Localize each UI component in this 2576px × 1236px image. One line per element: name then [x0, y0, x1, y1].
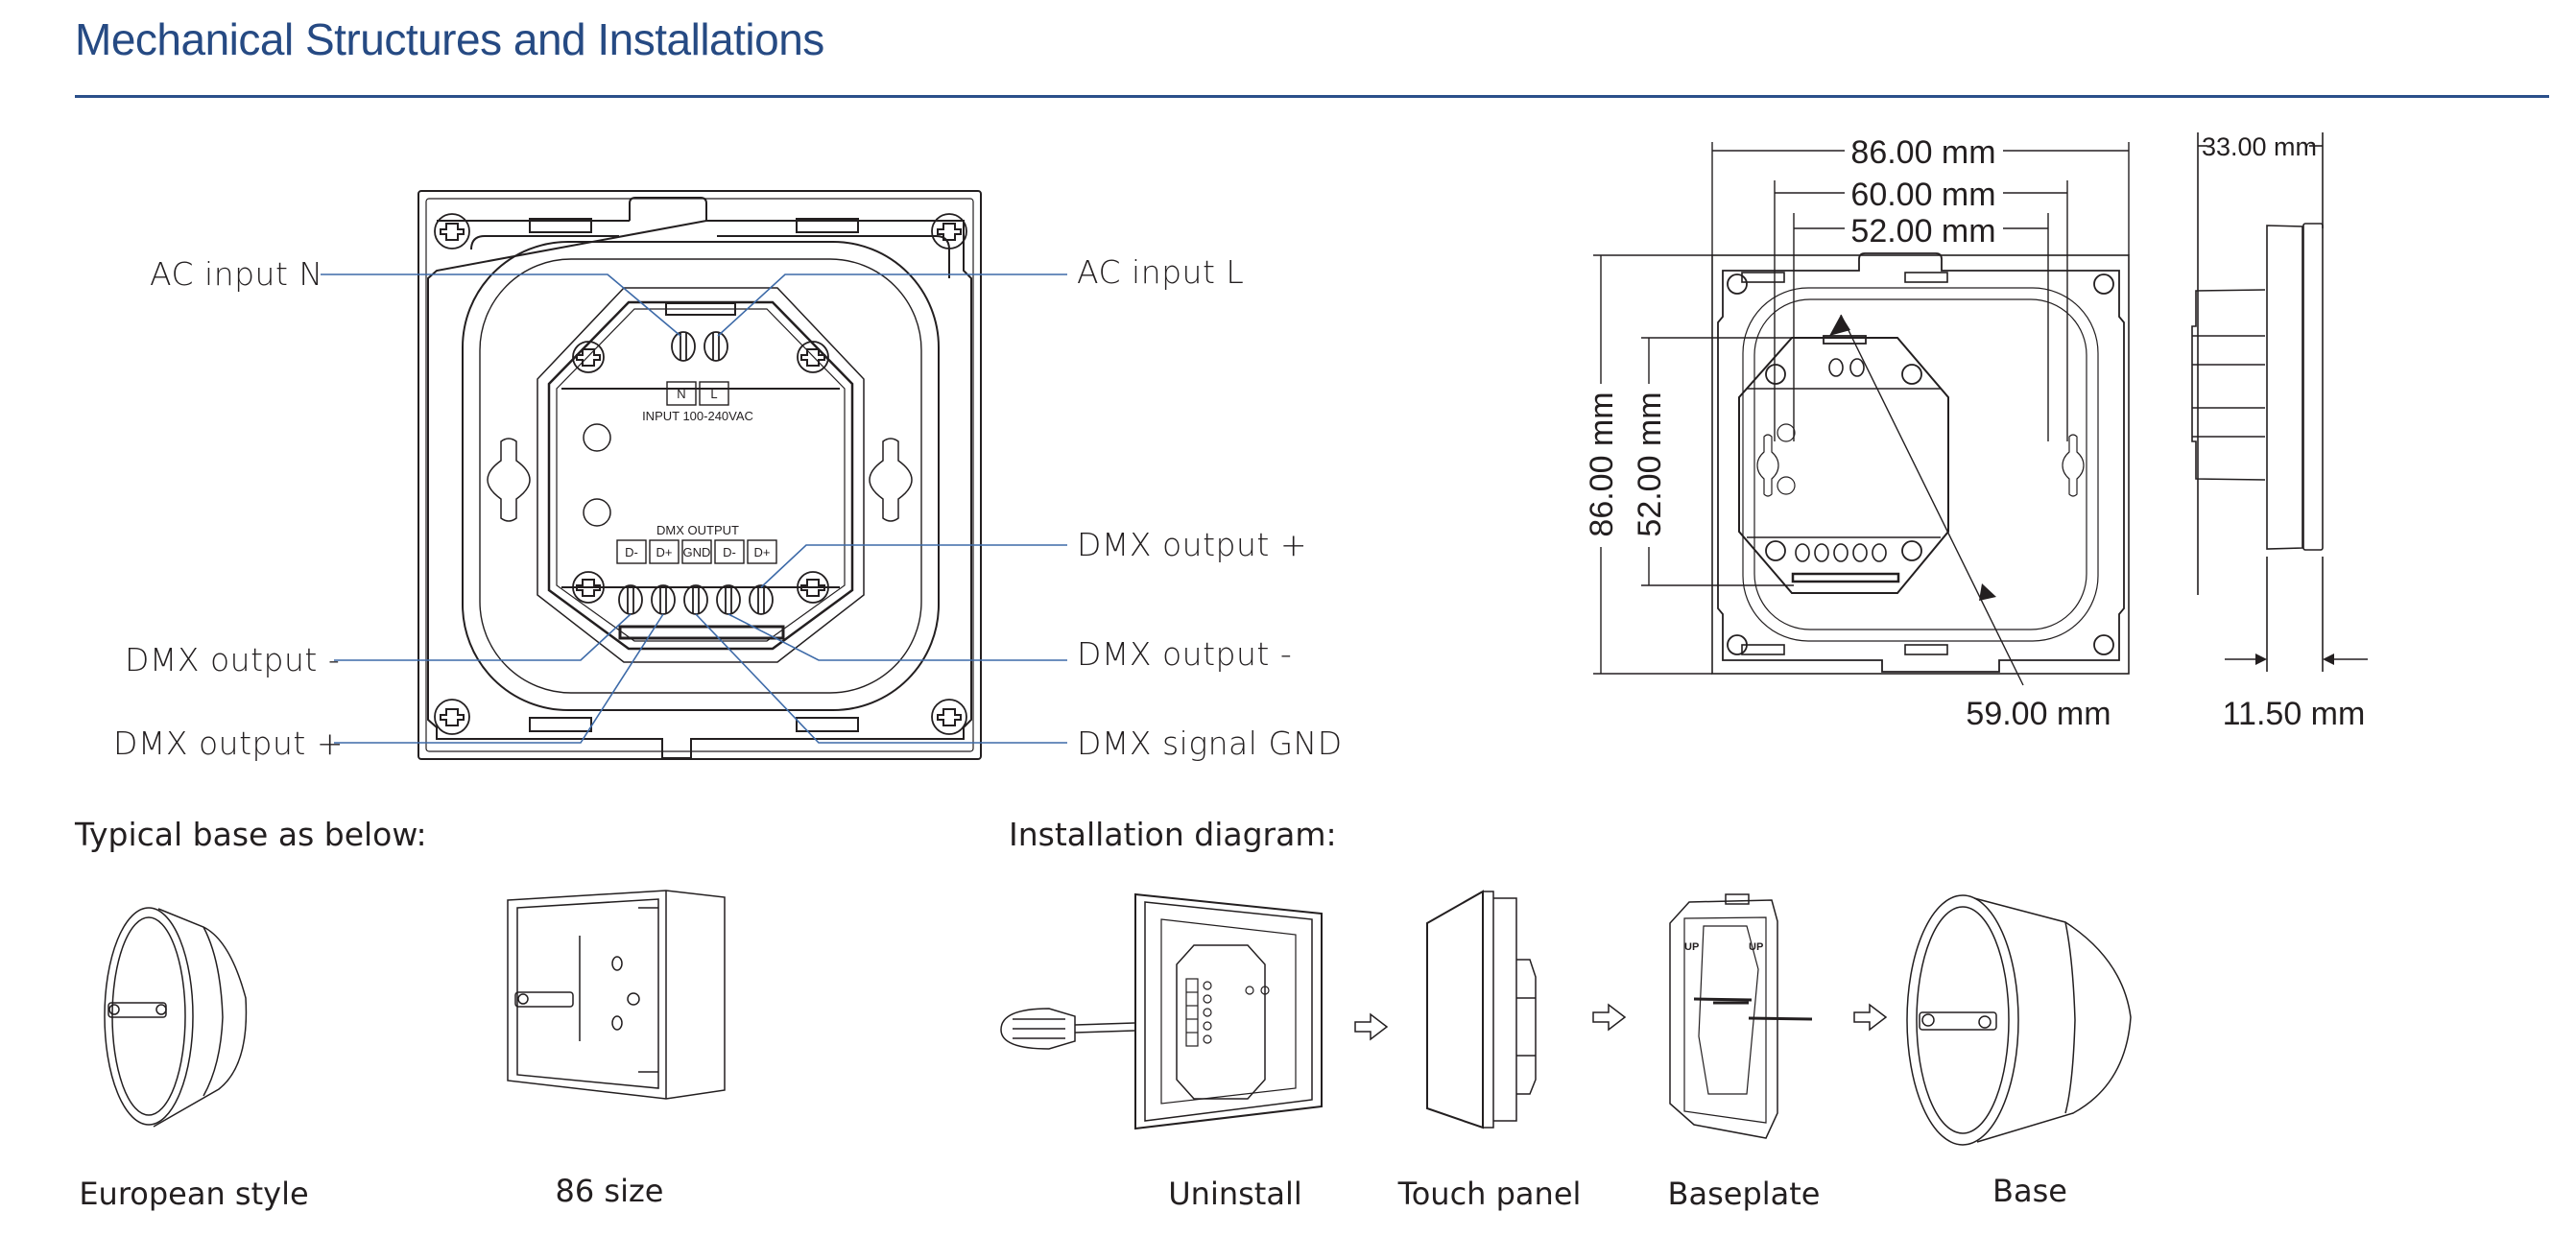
dim-width-inner: 52.00 mm — [1850, 213, 1995, 250]
caption-86-size: 86 size — [555, 1173, 664, 1209]
callout-ac-input-l: AC input L — [1077, 253, 1245, 291]
typical-base-heading: Typical base as below: — [75, 816, 427, 853]
input-terminals — [671, 331, 728, 362]
input-l-label: L — [710, 387, 717, 401]
up-mark: UP — [1684, 941, 1699, 953]
keyhole-left — [487, 438, 531, 522]
output-terminal-label: D+ — [754, 545, 771, 559]
caption-european-style: European style — [79, 1176, 309, 1212]
thickness-arrow-left — [2255, 654, 2267, 665]
callout-dmx-output-minus-left: DMX output - — [125, 641, 341, 678]
diag-arrow-bottom — [1979, 583, 1996, 601]
callout-ac-input-n: AC input N — [150, 255, 323, 293]
leader-dmx-minus-left — [334, 613, 632, 661]
leader-dmx-minus-right — [727, 613, 1067, 661]
dim-height-inner: 52.00 mm — [1632, 392, 1668, 536]
86-size-base-illustration — [507, 890, 726, 1100]
baseplate-illustration — [1669, 893, 1813, 1139]
keyhole-right — [869, 438, 913, 522]
input-n-label: N — [677, 387, 685, 401]
front-outer-frame — [1711, 254, 2130, 675]
callout-dmx-signal-gnd: DMX signal GND — [1077, 725, 1343, 762]
side-view — [2191, 132, 2368, 672]
input-caption: INPUT 100-240VAC — [642, 409, 753, 423]
cavity-outer — [462, 241, 940, 711]
callout-dmx-output-plus-right: DMX output + — [1077, 526, 1307, 563]
dim-diagonal: 59.00 mm — [1966, 696, 2111, 732]
title-divider — [75, 95, 2549, 98]
dim-depth-total: 33.00 mm — [2202, 132, 2317, 161]
callout-dmx-output-plus-left: DMX output + — [113, 725, 344, 762]
diag-arrow-top — [1829, 315, 1850, 336]
step-arrow-icon — [1592, 1003, 1627, 1032]
leader-lines — [321, 273, 1067, 744]
caption-uninstall: Uninstall — [1168, 1176, 1302, 1212]
output-terminal-label: D- — [625, 545, 638, 559]
cavity-inner — [479, 258, 922, 694]
leader-dmx-plus-left — [334, 613, 664, 744]
leader-ac-input-l — [717, 273, 1067, 337]
dim-width-outer: 86.00 mm — [1850, 134, 1995, 171]
mounting-plate — [427, 220, 972, 759]
page-title: Mechanical Structures and Installations — [75, 14, 824, 64]
panel-outer-frame — [417, 190, 982, 760]
base-illustration — [1906, 894, 2132, 1146]
output-terminal-label: D- — [723, 545, 736, 559]
dim-height-outer: 86.00 mm — [1584, 392, 1620, 536]
output-caption: DMX OUTPUT — [656, 523, 739, 537]
caption-base: Base — [1992, 1173, 2067, 1209]
output-terminal-label: GND — [683, 545, 711, 559]
caption-touch-panel: Touch panel — [1397, 1176, 1582, 1212]
dim-width-mid: 60.00 mm — [1850, 177, 1995, 213]
leader-dmx-plus-right — [760, 544, 1067, 588]
caption-baseplate: Baseplate — [1667, 1176, 1821, 1212]
step-arrow-icon — [1853, 1003, 1888, 1032]
panel-top-tab — [629, 197, 707, 221]
output-terminal-label: D+ — [656, 545, 673, 559]
up-mark: UP — [1749, 941, 1763, 953]
leader-ac-input-n — [321, 273, 681, 337]
thickness-arrow-right — [2323, 654, 2334, 665]
dim-panel-thickness: 11.50 mm — [2223, 696, 2366, 732]
uninstall-illustration — [1000, 892, 1323, 1130]
touch-panel-illustration — [1426, 890, 1537, 1129]
installation-heading: Installation diagram: — [1009, 816, 1337, 853]
front-module — [1738, 337, 1949, 594]
leader-dmx-gnd — [695, 613, 1067, 744]
dimension-lines — [1593, 142, 2130, 686]
callout-dmx-output-minus-right: DMX output - — [1077, 635, 1293, 673]
step-arrow-icon — [1354, 1012, 1389, 1041]
module-housing — [537, 287, 865, 663]
output-terminals — [618, 584, 774, 615]
european-style-base-illustration — [104, 907, 248, 1128]
module-screws — [434, 213, 967, 735]
